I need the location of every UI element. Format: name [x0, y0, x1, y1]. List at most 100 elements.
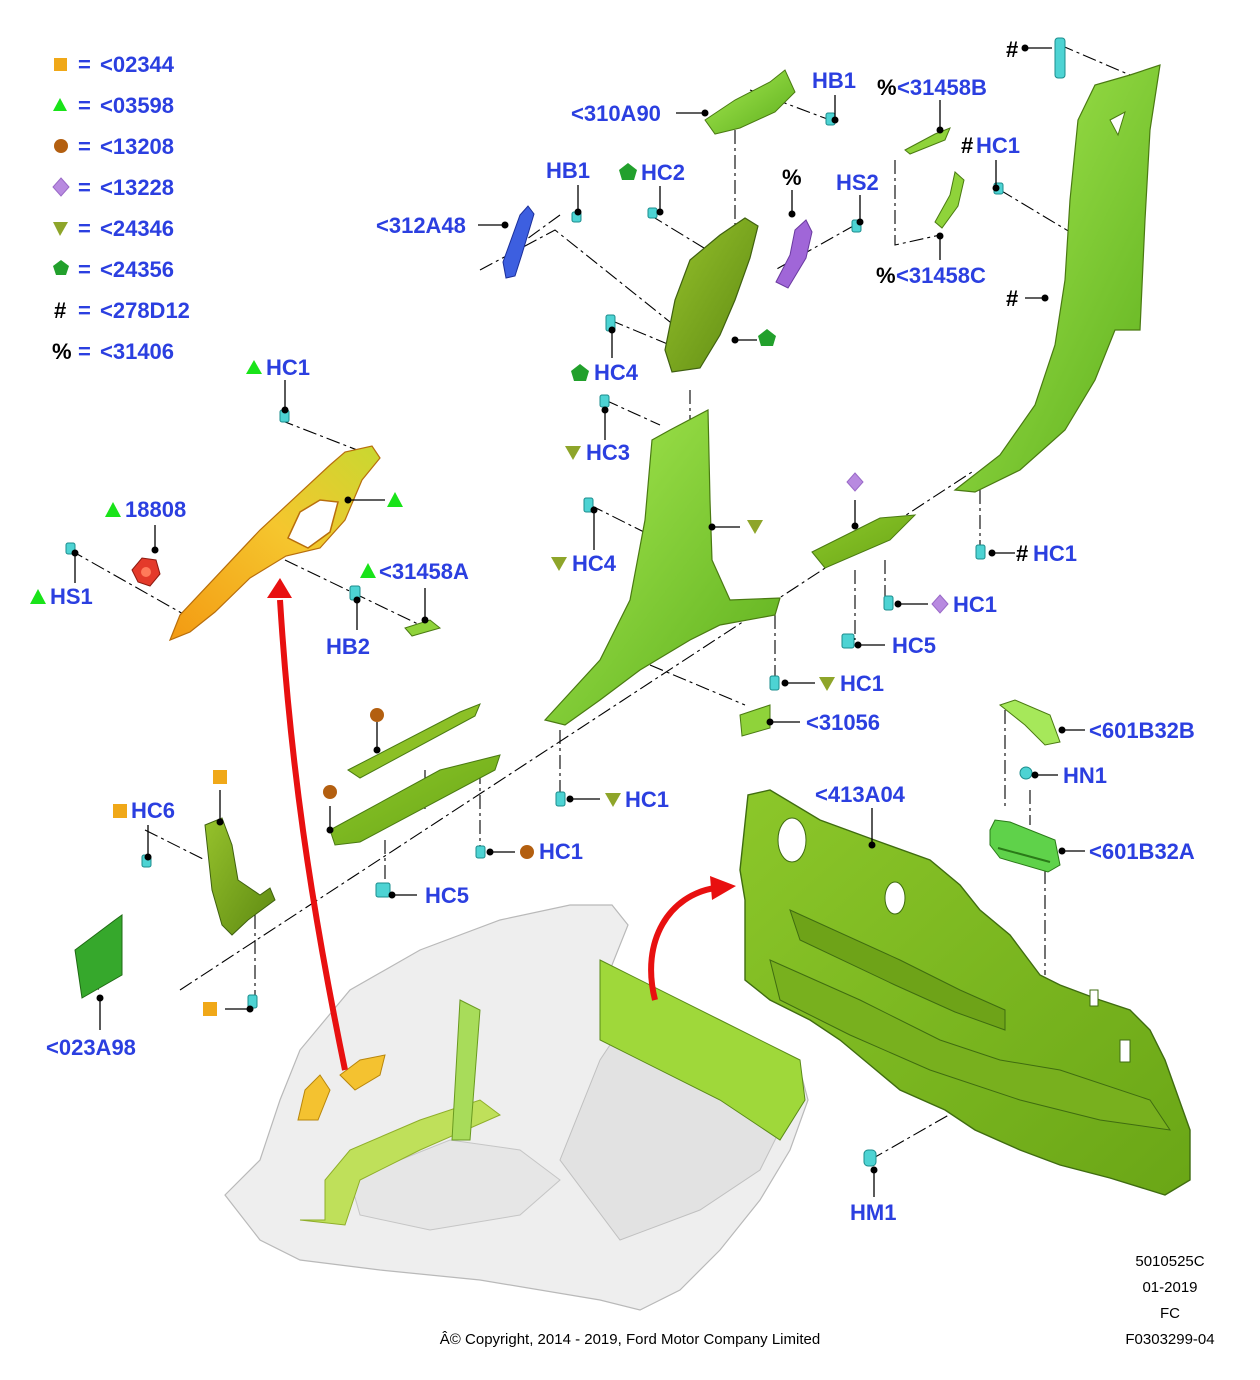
part-601B32B — [998, 699, 1061, 746]
clip-icon — [647, 207, 658, 219]
sill-plate-lower — [329, 754, 501, 846]
legend-code-02344: <02344 — [100, 52, 175, 77]
label-hc1-tri-down-right: HC1 — [840, 671, 884, 696]
legend-code-31406: <31406 — [100, 339, 174, 364]
hash-marker: # — [1016, 541, 1028, 566]
speaker-part-18808 — [131, 557, 161, 587]
label-hc3: HC3 — [586, 440, 630, 465]
legend-eq: = — [78, 216, 91, 241]
vehicle-body-overview — [224, 904, 809, 1311]
legend-square-symbol — [54, 58, 67, 71]
label-413A04: <413A04 — [815, 782, 906, 807]
copyright: Â© Copyright, 2014 - 2019, Ford Motor Co… — [440, 1331, 820, 1348]
legend-eq: = — [78, 134, 91, 159]
part-601B32A — [989, 819, 1061, 873]
legend-code-278D12: <278D12 — [100, 298, 190, 323]
triangle-down-marker — [565, 446, 581, 460]
legend-code-13228: <13228 — [100, 175, 174, 200]
label-hc4-lower: HC4 — [572, 551, 617, 576]
label-312A48: <312A48 — [376, 213, 466, 238]
clip-icon — [599, 394, 610, 408]
label-hc1-right-mid: HC1 — [1033, 541, 1077, 566]
label-hb1-left: HB1 — [546, 158, 590, 183]
label-hs1: HS1 — [50, 584, 93, 609]
red-arrows — [267, 578, 736, 1071]
square-marker — [203, 1002, 217, 1016]
label-hc5-right: HC5 — [892, 633, 936, 658]
label-hc2: HC2 — [641, 160, 685, 185]
hash-marker: # — [961, 133, 973, 158]
legend-circle-symbol — [54, 139, 68, 153]
legend-pentagon-symbol — [53, 260, 69, 275]
legend-triangle-up-symbol — [53, 98, 67, 111]
label-31458C: <31458C — [896, 263, 986, 288]
clip-icon — [883, 595, 894, 611]
c-pillar-window-hole — [1109, 110, 1126, 137]
legend-eq: = — [78, 298, 91, 323]
clip-icon — [375, 882, 391, 898]
clip-icon — [841, 633, 855, 649]
triangle-up-marker — [246, 360, 262, 374]
footer-ref-2: 01-2019 — [1142, 1279, 1197, 1296]
percent-marker: % — [782, 165, 802, 190]
footer-ref-1: 5010525C — [1135, 1253, 1204, 1270]
triangle-down-marker — [605, 793, 621, 807]
label-31458A: <31458A — [379, 559, 469, 584]
clip-icon — [583, 497, 594, 513]
clip-icon — [555, 791, 566, 807]
b-pillar-upper — [664, 217, 759, 373]
purple-part — [775, 219, 813, 289]
label-hc4-upper: HC4 — [594, 360, 639, 385]
label-hc1-tri-down-mid: HC1 — [625, 787, 669, 812]
arrow-right-head-icon — [710, 876, 736, 900]
diamond-marker — [846, 472, 864, 492]
bracket-31458A — [404, 619, 442, 637]
label-023A98: <023A98 — [46, 1035, 136, 1060]
legend-percent-symbol: % — [52, 339, 72, 364]
label-310A90: <310A90 — [571, 101, 661, 126]
b-pillar-lower — [543, 409, 781, 726]
sill-plate-upper — [347, 703, 481, 779]
legend-code-24356: <24356 — [100, 257, 174, 282]
arrow-up-head-icon — [267, 578, 292, 598]
legend-code-03598: <03598 — [100, 93, 174, 118]
label-hb1-top: HB1 — [812, 68, 856, 93]
legend-code-24346: <24346 — [100, 216, 174, 241]
label-31458B: <31458B — [897, 75, 987, 100]
pentagon-marker — [619, 163, 637, 180]
strip-31458C — [934, 171, 965, 229]
label-hc5-left: HC5 — [425, 883, 469, 908]
legend-code-13208: <13208 — [100, 134, 174, 159]
legend-eq: = — [78, 175, 91, 200]
legend: = <02344 = <03598 = <13208 = <13228 = <2… — [52, 52, 190, 364]
legend-eq: = — [78, 339, 91, 364]
label-601B32A: <601B32A — [1089, 839, 1195, 864]
label-hc1-top-right: HC1 — [976, 133, 1020, 158]
label-18808: 18808 — [125, 497, 186, 522]
triangle-up-marker — [30, 589, 46, 604]
label-hm1: HM1 — [850, 1200, 896, 1225]
diamond-marker — [931, 594, 949, 614]
scuff-plate-13228 — [811, 514, 917, 569]
legend-eq: = — [78, 93, 91, 118]
pentagon-marker — [758, 329, 776, 346]
triangle-up-marker — [105, 502, 121, 517]
panel-023A98 — [74, 914, 123, 999]
label-hc1-a-pillar: HC1 — [266, 355, 310, 380]
label-hb2: HB2 — [326, 634, 370, 659]
triangle-up-marker — [360, 563, 376, 578]
back-panel-413A04 — [739, 789, 1191, 1196]
percent-marker: % — [877, 75, 897, 100]
part-labels: <310A90 HB1 <31458B HC1 HS2 <31458C <312… — [46, 68, 1195, 1225]
percent-marker: % — [876, 263, 896, 288]
pentagon-marker — [571, 364, 589, 381]
footer: 5010525C 01-2019 FC F0303299-04 Â© Copyr… — [440, 1253, 1215, 1348]
triangle-up-marker — [387, 492, 403, 507]
clip-icon — [1054, 37, 1066, 79]
square-marker — [213, 770, 227, 784]
circle-marker — [370, 708, 384, 722]
square-marker — [113, 804, 127, 818]
triangle-down-marker — [747, 520, 763, 534]
bracket-312A48 — [502, 205, 535, 279]
